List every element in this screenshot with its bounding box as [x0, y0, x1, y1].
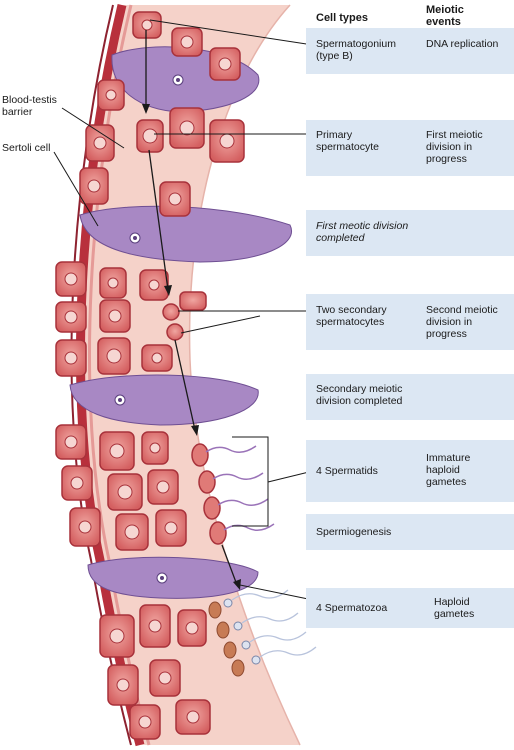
header-meiotic-events: Meiotic events [426, 4, 464, 28]
sertoli-cell-label: Sertoli cell [2, 142, 51, 154]
row-secondary-division-completed: Secondary meiotic division completed [306, 374, 514, 420]
cell-type: 4 Spermatozoa [316, 602, 388, 614]
sertoli-cell [69, 374, 259, 426]
meiotic-event: First meiotic division in progress [426, 129, 483, 165]
sertoli-cell [87, 556, 259, 599]
cell-type: First meotic division completed [316, 220, 409, 244]
meiotic-event: DNA replication [426, 38, 499, 50]
cell-type: Primary spermatocyte [316, 129, 380, 153]
sertoli-cells [69, 46, 292, 599]
spermatid [203, 496, 221, 520]
germ-cells [55, 11, 245, 740]
progression-arrows [145, 30, 238, 586]
spermatozoon [208, 601, 222, 619]
cell-type: 4 Spermatids [316, 465, 378, 477]
meiotic-event: Immature haploid gametes [426, 452, 471, 488]
secondary-spermatocyte [166, 323, 184, 341]
spermatozoon [216, 621, 230, 639]
row-first-division-completed: First meotic division completed [306, 210, 514, 256]
spermatozoon [223, 641, 237, 659]
meiotic-event: Haploid gametes [434, 596, 475, 620]
blood-testis-barrier-label: Blood-testis barrier [2, 94, 57, 118]
row-spermatogonium: Spermatogonium (type B) DNA replication [306, 28, 514, 74]
cell-type: Two secondary spermatocytes [316, 304, 387, 328]
spermatid [191, 443, 209, 467]
spermatids [191, 443, 227, 545]
row-spermatozoa: 4 Spermatozoa Haploid gametes [306, 588, 514, 628]
leader-lines [53, 19, 314, 601]
cell-type: Spermatogonium (type B) [316, 38, 396, 62]
row-spermiogenesis: Spermiogenesis [306, 514, 514, 550]
spermatid [209, 521, 227, 545]
cell-type: Secondary meiotic division completed [316, 383, 403, 407]
spermatozoa [208, 601, 245, 677]
spermatozoon [231, 659, 245, 677]
row-primary-spermatocyte: Primary spermatocyte First meiotic divis… [306, 120, 514, 176]
row-secondary-spermatocytes: Two secondary spermatocytes Second meiot… [306, 294, 514, 350]
cell-type: Spermiogenesis [316, 526, 392, 538]
meiotic-event: Second meiotic division in progress [426, 304, 498, 340]
header-cell-types: Cell types [316, 12, 368, 24]
row-spermatids: 4 Spermatids Immature haploid gametes [306, 440, 514, 502]
spermatid [198, 470, 216, 494]
secondary-spermatocyte [162, 303, 180, 321]
germ-cell [179, 291, 207, 311]
